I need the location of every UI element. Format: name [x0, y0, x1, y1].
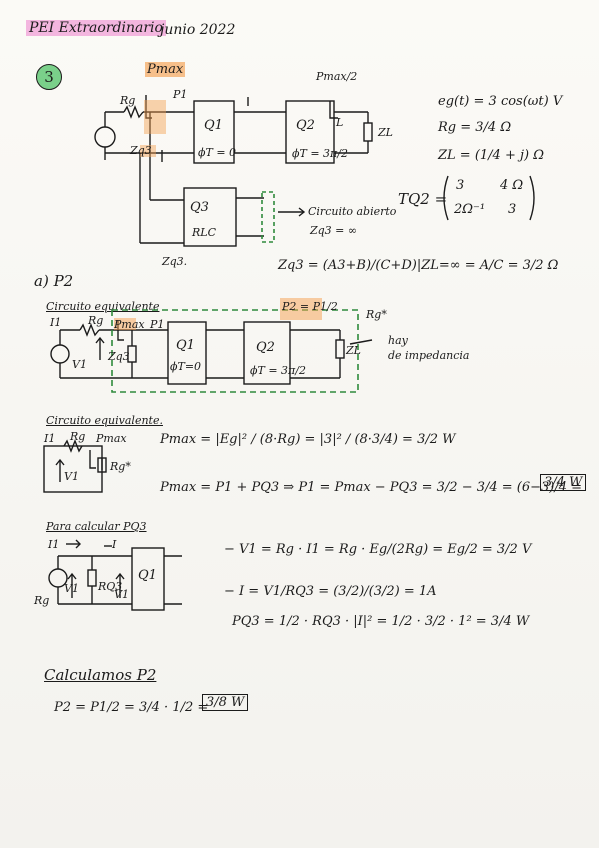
fig4-title: Para calcular PQ3 [46, 520, 147, 533]
p1-label: P1 [173, 88, 188, 101]
fig3-title: Circuito equivalente. [46, 414, 163, 427]
page-title: PEI Extraordinario [26, 20, 166, 36]
fig2-note1: hay [388, 334, 408, 347]
open-circuit-label: Circuito abierto [308, 205, 397, 218]
tq2-c: 2Ω⁻¹ [454, 202, 486, 217]
problem-number: 3 [44, 68, 54, 86]
rg-label: Rg [120, 94, 136, 107]
fig2-i1: I1 [50, 316, 62, 329]
fig2-q2-phase: ϕT = 3π/2 [250, 364, 306, 377]
fig2-q1-phase: ϕT=0 [170, 360, 202, 373]
fig3-i1: I1 [44, 432, 56, 445]
final-heading: Calculamos P2 [44, 666, 157, 684]
zq3-formula: Zq3 = (A3+B)/(C+D)|ZL=∞ = A/C = 3/2 Ω [278, 258, 559, 273]
tq2-a: 3 [456, 178, 465, 193]
fig3-rg-star: Rg* [110, 460, 131, 473]
fig3-v1: V1 [64, 470, 79, 483]
part-a-label: a) P2 [34, 272, 74, 290]
fig2-q2: Q2 [256, 340, 275, 355]
fig2-q1: Q1 [176, 338, 195, 353]
q1-phase: ϕT = 0 [198, 146, 237, 159]
zl-given: ZL = (1/4 + j) Ω [438, 148, 544, 163]
fig3-rg: Rg [70, 430, 86, 443]
fig4-eq3: PQ3 = 1/2 · RQ3 · |I|² = 1/2 · 3/2 · 1² … [232, 614, 530, 629]
fig2-note2: de impedancia [388, 349, 470, 362]
fig3-pmax: Pmax [96, 432, 127, 445]
fig2-zq3: Zq3 [108, 350, 130, 363]
fig4-eq1: − V1 = Rg · I1 = Rg · Eg/(2Rg) = Eg/2 = … [224, 542, 532, 557]
pmax-half-label: Pmax/2 [316, 70, 358, 83]
fig4-rg: Rg [34, 594, 50, 607]
zq3-label: Zq3 [130, 144, 152, 157]
l-label: L [336, 116, 344, 129]
q2-label: Q2 [296, 118, 315, 133]
tq2-label: TQ2 = [398, 190, 448, 208]
fig4-i1: I1 [48, 538, 60, 551]
q3-label: Q3 [190, 200, 209, 215]
page-date: junio 2022 [160, 22, 236, 38]
fig4-v1b: V1 [114, 588, 129, 601]
final-answer: 3/8 W [202, 694, 249, 711]
tq2-d: 3 [508, 202, 517, 217]
fig2-pmax: Pmax [114, 318, 145, 331]
fig4-i: I [112, 538, 117, 551]
fig2-rg-star: Rg* [366, 308, 387, 321]
fig2-title: Circuito equivalente [46, 300, 160, 313]
pmax-label: Pmax [145, 62, 186, 77]
fig4-q1: Q1 [138, 568, 157, 583]
zq3-bottom-label: Zq3. [162, 255, 188, 268]
fig2-zl: ZL [346, 344, 361, 357]
fig3-p1-equation: Pmax = P1 + PQ3 ⇒ P1 = Pmax − PQ3 = 3/2 … [160, 480, 583, 495]
final-equation: P2 = P1/2 = 3/4 · 1/2 = [54, 700, 209, 715]
fig4-rq3: RQ3 [98, 580, 123, 593]
q1-label: Q1 [204, 118, 223, 133]
q2-phase: ϕT = 3π/2 [292, 147, 348, 160]
fig2-p2: P2 = P1/2 [282, 300, 338, 313]
fig2-rg: Rg [88, 314, 104, 327]
fig2-p1: P1 [150, 318, 165, 331]
eg-given: eg(t) = 3 cos(ωt) V [438, 94, 563, 109]
zl-label: ZL [378, 126, 393, 139]
tq2-b: 4 Ω [500, 178, 524, 193]
problem-number-circle: 3 [36, 64, 62, 90]
zq3-infinite: Zq3 = ∞ [310, 224, 358, 237]
fig4-eq2: − I = V1/RQ3 = (3/2)/(3/2) = 1A [224, 584, 437, 599]
fig2-v1: V1 [72, 358, 87, 371]
q3-type: RLC [192, 226, 217, 239]
rg-given: Rg = 3/4 Ω [438, 120, 512, 135]
fig3-p1-answer: 3/4 W [540, 474, 587, 491]
fig4-v1: V1 [64, 582, 79, 595]
fig3-pmax-equation: Pmax = |Eg|² / (8·Rg) = |3|² / (8·3/4) =… [160, 432, 456, 447]
